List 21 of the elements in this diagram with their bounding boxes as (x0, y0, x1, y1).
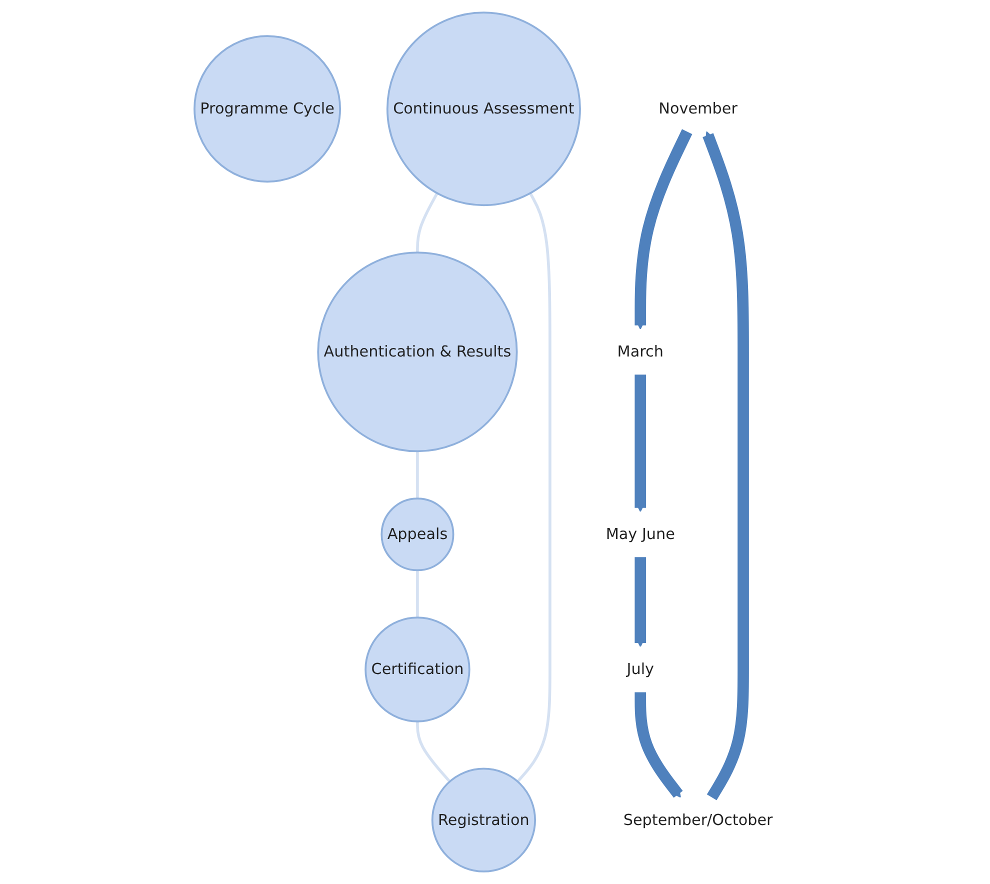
arrow (634, 557, 646, 648)
arrow (634, 692, 683, 798)
node-circle: Certification (364, 616, 470, 722)
node-text: May June (606, 524, 675, 543)
node-text: September/October (623, 810, 773, 829)
arrow (634, 129, 692, 330)
connector (416, 721, 451, 783)
connector (416, 570, 419, 618)
node-circle: Appeals (380, 498, 454, 572)
node-circle: Registration (431, 768, 536, 872)
node-circle: Continuous Assessment (386, 12, 581, 206)
node-text: November (658, 99, 738, 118)
arrow (702, 131, 749, 800)
connector (516, 192, 552, 783)
node-circle: Authentication & Results (317, 252, 518, 452)
node-text: July (626, 660, 654, 678)
arrow (634, 374, 646, 512)
node-circle: Programme Cycle (194, 35, 342, 183)
connector (416, 192, 438, 253)
node-text: March (617, 342, 664, 360)
connector (416, 451, 419, 499)
